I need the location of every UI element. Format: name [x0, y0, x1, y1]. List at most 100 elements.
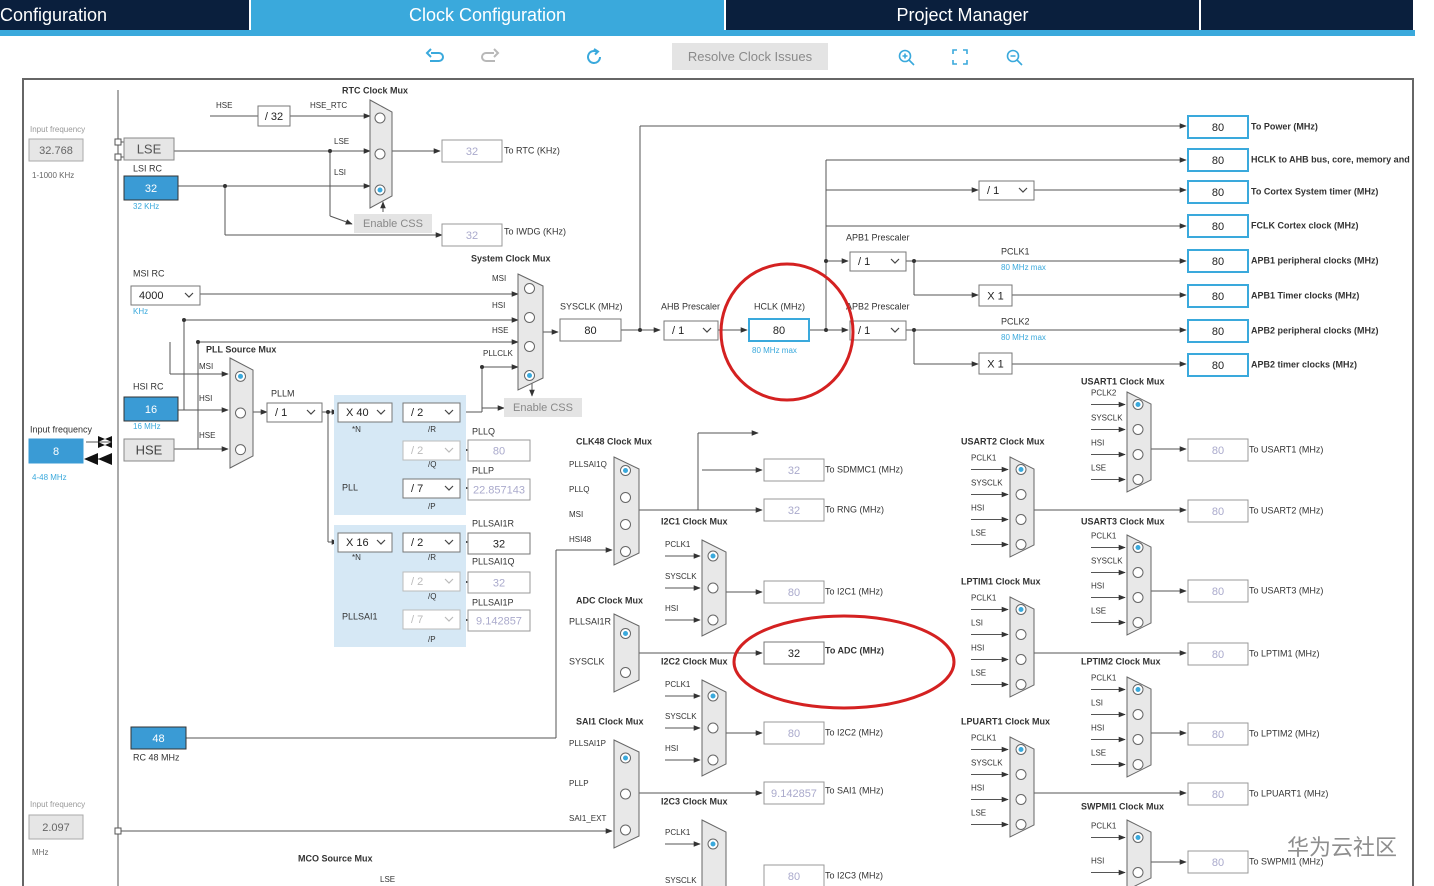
mux-radio[interactable]	[1015, 794, 1027, 805]
pll-n-select[interactable]: X 40	[337, 402, 393, 423]
enable-css-rtc-button[interactable]	[354, 214, 432, 233]
mux-radio[interactable]	[374, 112, 386, 124]
rc48-block-value: 48	[152, 733, 164, 745]
output-field-1[interactable]: 80	[1187, 148, 1249, 172]
mux-radio[interactable]	[1132, 867, 1144, 878]
lptim2-clock-mux-output-field-value: 80	[1212, 729, 1224, 741]
mux-radio[interactable]	[1132, 592, 1144, 603]
mux-radio[interactable]	[1015, 489, 1027, 500]
mux-radio[interactable]	[620, 667, 631, 678]
i2c1-clock-mux-input-0: PCLK1	[665, 540, 691, 549]
mux-radio-selected	[238, 373, 243, 379]
sysclk-field[interactable]: 80	[559, 318, 622, 342]
reset-icon[interactable]	[581, 44, 607, 70]
mux-radio[interactable]	[1132, 617, 1144, 628]
pllsai1-q-select[interactable]: / 2	[402, 571, 461, 592]
mux-radio[interactable]	[1015, 654, 1027, 665]
mux-radio[interactable]	[707, 754, 719, 766]
output-field-2[interactable]: 80	[1187, 180, 1249, 204]
mux-radio[interactable]	[1132, 734, 1144, 745]
pclk1-label: PCLK1	[1001, 246, 1030, 256]
mux-radio[interactable]	[1132, 759, 1144, 770]
pllsai1r-field: 32	[467, 532, 531, 555]
pllsai1-p-select[interactable]: / 7	[402, 609, 461, 630]
cortex-timer-divider-select[interactable]: / 1	[978, 180, 1035, 201]
output-field-6[interactable]: 80	[1187, 319, 1249, 343]
mux-radio[interactable]	[1015, 629, 1027, 640]
output-field-4[interactable]: 80	[1187, 249, 1249, 273]
output-label-4: APB1 peripheral clocks (MHz)	[1251, 255, 1379, 265]
ext-input-field[interactable]: 2.097	[28, 814, 84, 840]
mux-radio[interactable]	[524, 312, 535, 323]
apb1-timer-multiplier: X 1	[978, 284, 1013, 307]
pll-r-select[interactable]: / 2	[402, 402, 461, 423]
mux-radio[interactable]	[620, 788, 631, 800]
sys-hse: HSE	[492, 326, 508, 335]
hse-input-field[interactable]: 8	[28, 438, 84, 464]
pllm-select[interactable]: / 1	[266, 402, 323, 423]
lptim1-clock-mux-input-1: LSI	[971, 619, 983, 628]
output-field-7[interactable]: 80	[1187, 353, 1249, 377]
mux-radio-selected	[1018, 747, 1024, 752]
lptim1-clock-mux-output-field-value: 80	[1212, 649, 1224, 661]
zoom-out-icon[interactable]	[1001, 44, 1027, 70]
undo-icon[interactable]	[423, 44, 449, 70]
mux-radio[interactable]	[235, 407, 246, 419]
mux-radio[interactable]	[1132, 709, 1144, 720]
system-clock-mux	[517, 273, 544, 391]
hclk-field[interactable]: 80	[748, 318, 810, 342]
zoom-in-icon[interactable]	[893, 44, 919, 70]
fit-screen-icon[interactable]	[947, 44, 973, 70]
lpuart1-clock-mux-input-3: LSE	[971, 809, 986, 818]
i2c3-clock-mux-output-field: 80	[763, 864, 825, 886]
ahb-prescaler-select-value: / 1	[672, 325, 684, 337]
sai1-input-2: SAI1_EXT	[569, 814, 606, 823]
apb2-prescaler-select[interactable]: / 1	[849, 320, 907, 341]
mux-radio[interactable]	[707, 722, 719, 734]
ahb-prescaler-select[interactable]: / 1	[663, 320, 719, 341]
clk48-clock-mux	[613, 456, 640, 566]
mux-radio[interactable]	[1015, 539, 1027, 550]
mux-radio[interactable]	[1015, 769, 1027, 780]
mux-radio[interactable]	[707, 582, 719, 594]
adc-output-field[interactable]: 32	[763, 641, 825, 665]
mux-radio[interactable]	[620, 546, 631, 557]
mux-radio[interactable]	[374, 148, 386, 160]
pllsai1-r-select[interactable]: / 2	[402, 532, 461, 553]
mux-radio[interactable]	[524, 341, 535, 352]
mux-radio[interactable]	[620, 492, 631, 503]
apb1-prescaler-select[interactable]: / 1	[849, 251, 907, 272]
output-field-3[interactable]: 80	[1187, 214, 1249, 238]
mux-radio[interactable]	[524, 283, 535, 294]
tab-clock-configuration[interactable]: Clock Configuration	[251, 0, 724, 30]
pllsai1-n-select[interactable]: X 16	[337, 532, 393, 553]
hsi-rc-block-value: 16	[145, 404, 157, 416]
mux-radio[interactable]	[1132, 474, 1144, 485]
output-field-5[interactable]: 80	[1187, 284, 1249, 308]
tab-project-manager[interactable]: Project Manager	[726, 0, 1199, 30]
mux-radio[interactable]	[1015, 514, 1027, 525]
mux-radio[interactable]	[1132, 424, 1144, 435]
pllq-label: PLLQ	[472, 426, 495, 436]
tab-pinout-configuration[interactable]: Configuration	[0, 0, 249, 30]
lse-input-field[interactable]: 32.768	[28, 138, 84, 162]
mux-radio[interactable]	[1015, 819, 1027, 830]
pll-p-select[interactable]: / 7	[402, 478, 461, 499]
sai1-clock-mux	[613, 739, 640, 849]
mux-radio[interactable]	[1132, 567, 1144, 578]
mux-radio[interactable]	[620, 824, 631, 836]
mux-radio[interactable]	[1132, 449, 1144, 460]
output-field-0[interactable]: 80	[1187, 115, 1249, 139]
resolve-clock-issues-button[interactable]: Resolve Clock Issues	[672, 43, 828, 70]
tab-tools[interactable]	[1201, 0, 1415, 30]
mux-radio[interactable]	[1015, 679, 1027, 690]
pllsai1p-field: 9.142857	[467, 609, 531, 632]
redo-icon[interactable]	[476, 44, 502, 70]
msi-rc-select[interactable]: 4000	[130, 285, 201, 306]
pll-q-select[interactable]: / 2	[402, 440, 461, 461]
mux-radio[interactable]	[235, 444, 246, 456]
enable-css-sys-button[interactable]	[504, 398, 582, 417]
mux-radio[interactable]	[707, 614, 719, 626]
to-rtc-field-value: 32	[466, 146, 478, 158]
mux-radio[interactable]	[620, 519, 631, 530]
